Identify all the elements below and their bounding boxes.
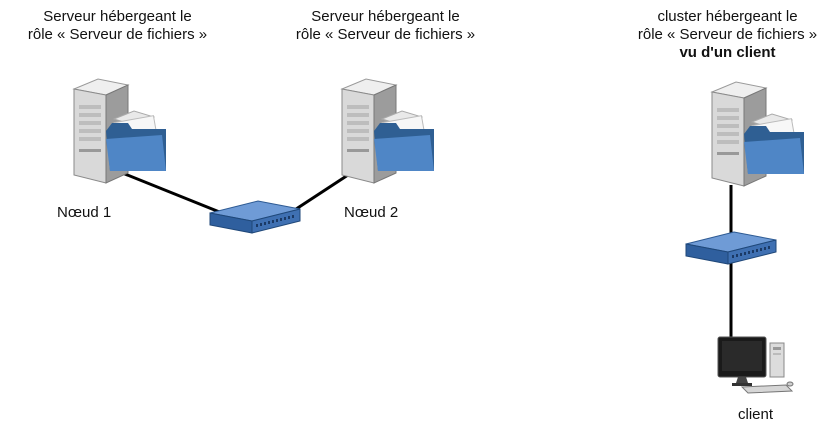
node1-caption: Serveur hébergeant le rôle « Serveur de … <box>10 8 225 44</box>
network-switch-icon <box>685 231 777 265</box>
link-switch-node2 <box>289 173 349 215</box>
folder <box>106 110 166 171</box>
link-node1-switch <box>119 170 223 215</box>
node2-label: Nœud 2 <box>344 204 399 221</box>
server-with-folder-icon <box>72 78 166 184</box>
node2-caption-line1: Serveur hébergeant le <box>311 8 460 25</box>
desktop-computer-icon <box>717 336 794 394</box>
node2-caption: Serveur hébergeant le rôle « Serveur de … <box>278 8 493 44</box>
cluster-caption: cluster hébergeant le rôle « Serveur de … <box>620 8 835 62</box>
node1-caption-line1: Serveur hébergeant le <box>43 8 192 25</box>
cluster-caption-line1: cluster hébergeant le <box>657 8 798 25</box>
server-with-folder-icon <box>340 78 434 184</box>
folder <box>374 110 434 171</box>
node1-caption-line2: rôle « Serveur de fichiers » <box>27 26 208 43</box>
cluster-caption-line3: vu d'un client <box>679 44 776 61</box>
folder <box>744 113 804 174</box>
cluster-caption-line2: rôle « Serveur de fichiers » <box>637 26 818 43</box>
tower <box>769 342 785 378</box>
server-with-folder-icon <box>710 81 804 187</box>
monitor <box>717 336 767 386</box>
network-switch-icon <box>209 200 301 234</box>
node1-label: Nœud 1 <box>57 204 112 221</box>
client-label: client <box>738 406 774 423</box>
keyboard <box>740 381 794 394</box>
node2-caption-line2: rôle « Serveur de fichiers » <box>295 26 476 43</box>
